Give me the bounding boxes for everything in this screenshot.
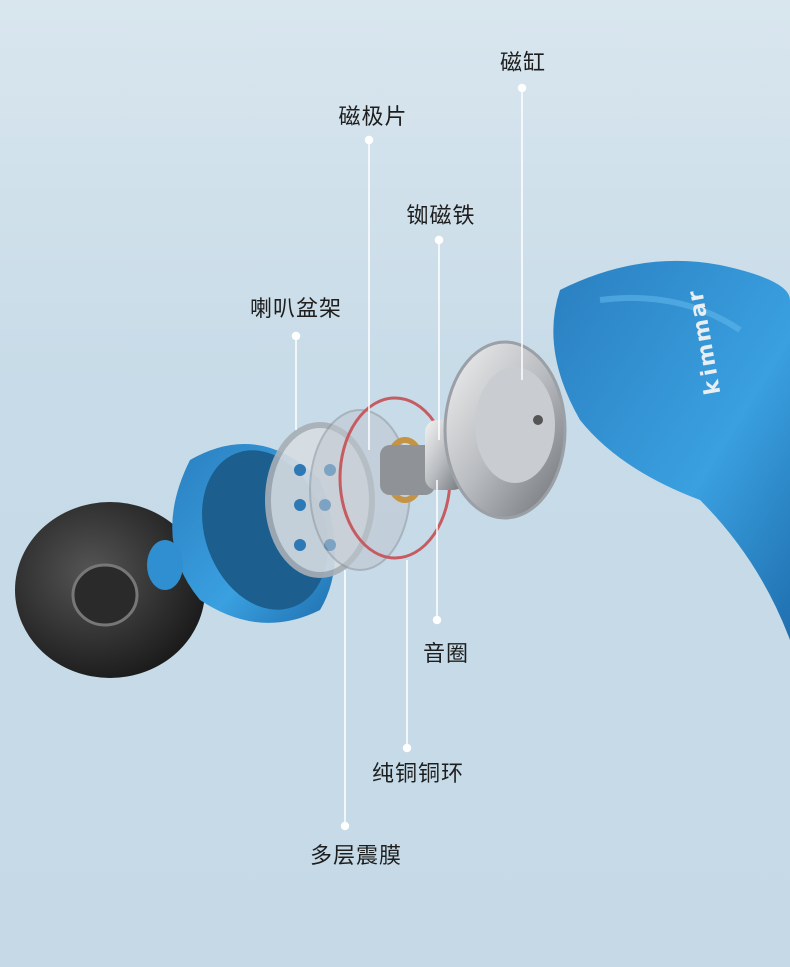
label-magnet-cup: 磁缸	[499, 51, 547, 76]
label-speaker-frame: 喇叭盆架	[249, 297, 343, 322]
leader-lines	[291, 83, 527, 831]
label-magnet: 铷磁铁	[406, 204, 476, 229]
label-copper-ring: 纯铜铜环	[371, 762, 465, 787]
label-voice-coil: 音圈	[422, 642, 470, 667]
earphone-body	[553, 260, 790, 640]
label-pole-piece: 磁极片	[338, 105, 408, 130]
label-diaphragm: 多层震膜	[309, 844, 403, 869]
